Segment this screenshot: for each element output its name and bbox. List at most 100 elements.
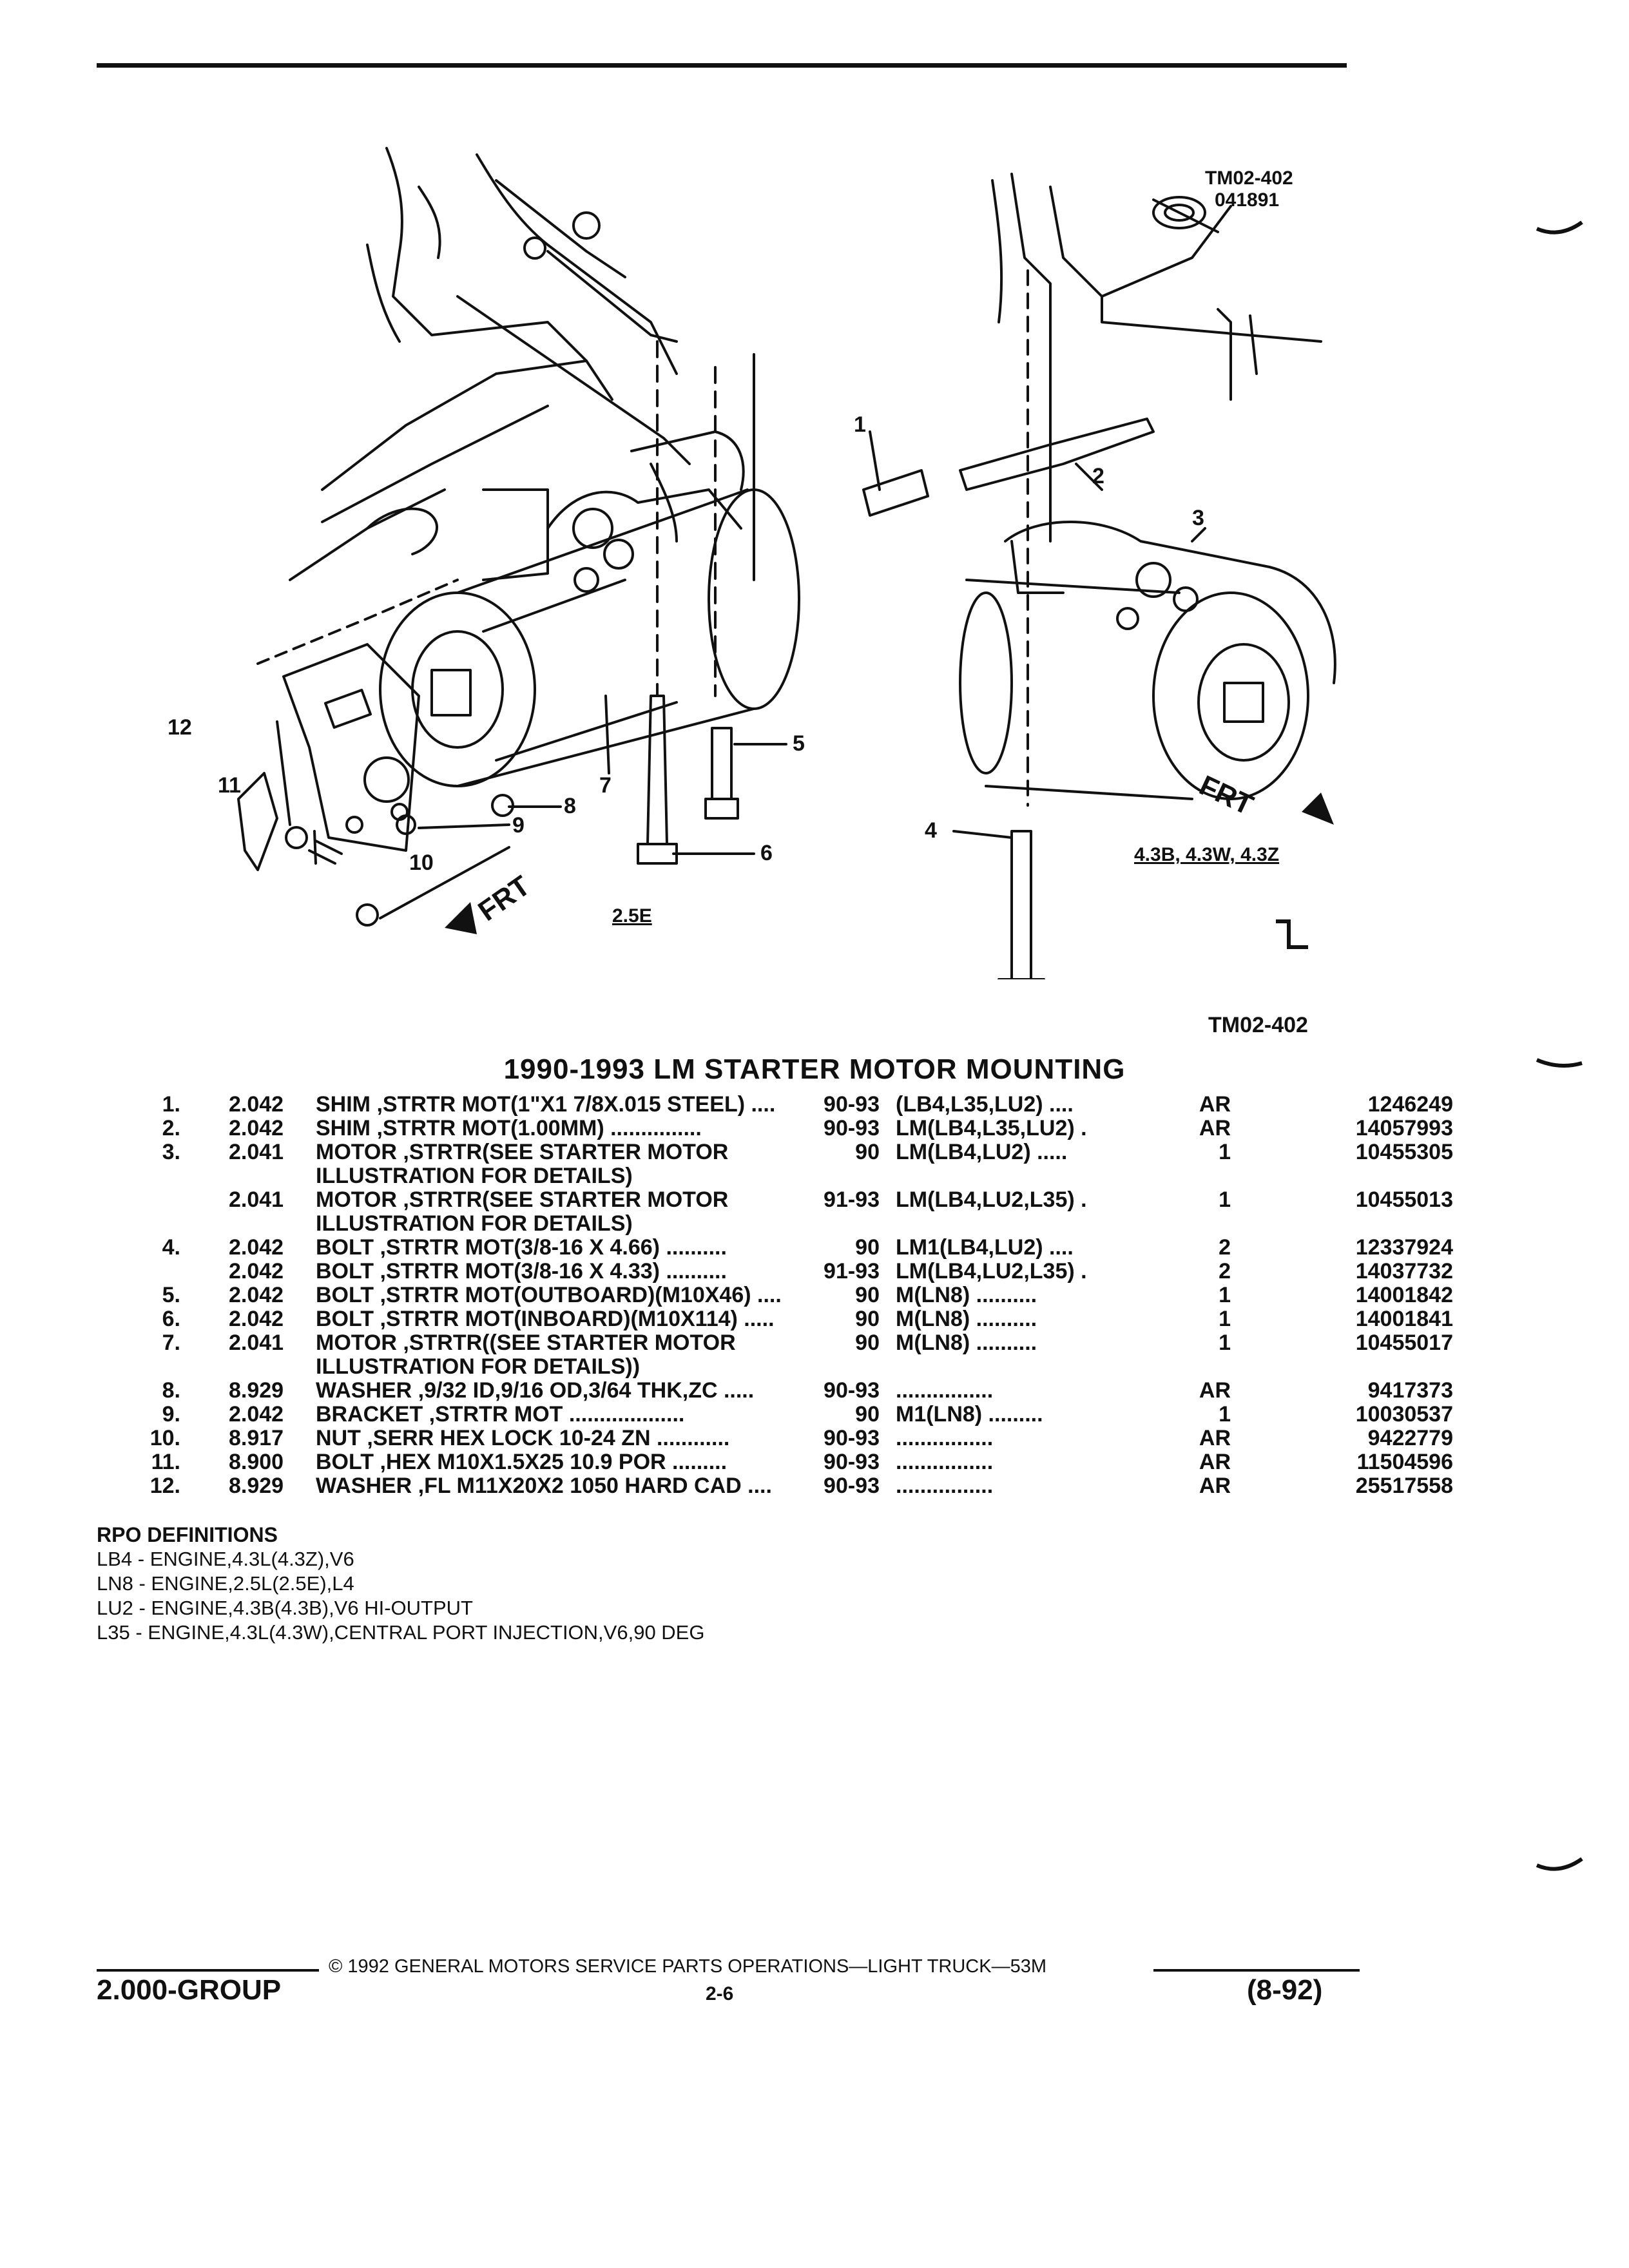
parts-cell-no: 4. [162,1235,180,1260]
parts-cell-use: M(LN8) .......... [896,1283,1037,1307]
parts-cell-desc: ILLUSTRATION FOR DETAILS)) [316,1354,641,1379]
parts-cell-grp: 2.041 [229,1331,284,1355]
callout-7: 7 [599,773,612,798]
parts-cell-use: (LB4,L35,LU2) .... [896,1092,1074,1117]
figure-label-4-3: 4.3B, 4.3W, 4.3Z [1134,844,1280,865]
parts-cell-desc: MOTOR ,STRTR(SEE STARTER MOTOR [316,1187,729,1212]
parts-cell-qty: 1 [1219,1283,1231,1307]
scan-mark [1536,1857,1583,1871]
parts-cell-desc: SHIM ,STRTR MOT(1.00MM) ............... [316,1116,702,1140]
parts-cell-qty: 2 [1219,1235,1231,1260]
parts-cell-grp: 8.900 [229,1450,284,1474]
callout-10: 10 [409,850,434,875]
parts-cell-desc: WASHER ,9/32 ID,9/16 OD,3/64 THK,ZC ....… [316,1378,755,1403]
parts-cell-use: M(LN8) .......... [896,1331,1037,1355]
parts-cell-use: M1(LN8) ......... [896,1402,1043,1427]
rpo-definitions: RPO DEFINITIONS LB4 - ENGINE,4.3L(4.3Z),… [97,1523,704,1645]
parts-cell-yr: 90 [855,1235,880,1260]
parts-cell-qty: 2 [1219,1259,1231,1283]
callout-3: 3 [1192,506,1204,530]
parts-cell-yr: 90-93 [824,1474,880,1498]
parts-illustration: 1 2 3 4 5 6 7 8 9 10 11 12 TM02-402 0418… [97,129,1347,979]
starter-mounting-drawing [237,147,1336,979]
rpo-heading: RPO DEFINITIONS [97,1523,278,1546]
parts-cell-yr: 91-93 [824,1187,880,1212]
parts-row: 2.042 BOLT ,STRTR MOT(3/8-16 X 4.33) ....… [97,1259,1453,1283]
parts-cell-no: 2. [162,1116,180,1140]
rpo-item: L35 - ENGINE,4.3L(4.3W),CENTRAL PORT INJ… [97,1621,705,1644]
parts-cell-grp: 2.041 [229,1187,284,1212]
parts-cell-yr: 90-93 [824,1450,880,1474]
parts-cell-qty: AR [1199,1426,1231,1450]
parts-cell-grp: 2.042 [229,1402,284,1427]
parts-cell-no: 7. [162,1331,180,1355]
parts-cell-no: 5. [162,1283,180,1307]
footer-revision: (8-92) [1247,1974,1323,2006]
parts-cell-desc: BRACKET ,STRTR MOT ................... [316,1402,685,1427]
parts-cell-no: 11. [151,1450,180,1474]
parts-cell-use: M(LN8) .......... [896,1307,1037,1331]
parts-cell-qty: AR [1199,1092,1231,1117]
parts-cell-pn: 10455017 [1355,1331,1453,1355]
figure-label-2-5e: 2.5E [612,905,652,927]
parts-cell-qty: 1 [1219,1307,1231,1331]
figure-ref-top: TM02-402 041891 [1205,168,1293,211]
parts-cell-desc: BOLT ,STRTR MOT(3/8-16 X 4.66) .........… [316,1235,727,1260]
footer-page-number: 2-6 [706,1983,734,2004]
callout-8: 8 [564,794,576,818]
parts-cell-pn: 1246249 [1367,1092,1453,1117]
parts-cell-pn: 25517558 [1355,1474,1453,1498]
callout-2: 2 [1092,464,1104,488]
parts-cell-yr: 90-93 [824,1092,880,1117]
parts-cell-qty: 1 [1219,1402,1231,1427]
parts-cell-use: ................ [896,1378,994,1403]
parts-cell-no: 10. [149,1426,180,1450]
parts-cell-grp: 8.929 [229,1474,284,1498]
figure-ref-code: TM02-402 [1205,168,1293,189]
callout-11: 11 [218,773,241,798]
parts-cell-pn: 14037732 [1355,1259,1453,1283]
footer-copyright: © 1992 GENERAL MOTORS SERVICE PARTS OPER… [329,1956,1046,1977]
parts-cell-grp: 2.042 [229,1092,284,1117]
parts-cell-no: 1. [162,1092,180,1117]
parts-cell-pn: 14057993 [1355,1116,1453,1140]
parts-cell-pn: 9417373 [1367,1378,1453,1403]
figure-ref-date: 041891 [1215,189,1280,211]
parts-row: ILLUSTRATION FOR DETAILS) [97,1164,1353,1188]
parts-cell-yr: 90 [855,1307,880,1331]
scan-mark [1536,220,1583,235]
parts-cell-qty: 1 [1219,1140,1231,1164]
rpo-item: LU2 - ENGINE,4.3B(4.3B),V6 HI-OUTPUT [97,1597,473,1619]
section-title: 1990-1993 LM STARTER MOTOR MOUNTING [503,1053,1126,1085]
parts-cell-pn: 14001841 [1355,1307,1453,1331]
parts-cell-use: LM1(LB4,LU2) .... [896,1235,1074,1260]
parts-cell-pn: 9422779 [1367,1426,1453,1450]
top-rule [97,63,1347,68]
parts-cell-desc: BOLT ,STRTR MOT(INBOARD)(M10X114) ..... [316,1307,775,1331]
parts-cell-pn: 14001842 [1355,1283,1453,1307]
footer-rule-left [97,1969,319,1972]
parts-cell-desc: ILLUSTRATION FOR DETAILS) [316,1211,633,1236]
callout-1: 1 [854,412,866,437]
parts-cell-qty: AR [1199,1378,1231,1403]
parts-cell-desc: BOLT ,STRTR MOT(3/8-16 X 4.33) .........… [316,1259,727,1283]
parts-cell-grp: 8.929 [229,1378,284,1403]
parts-cell-desc: BOLT ,STRTR MOT(OUTBOARD)(M10X46) .... [316,1283,782,1307]
footer-rule-right [1153,1969,1360,1972]
parts-row: ILLUSTRATION FOR DETAILS)) [97,1354,1353,1379]
rpo-item: LB4 - ENGINE,4.3L(4.3Z),V6 [97,1548,354,1570]
callout-12: 12 [168,715,192,740]
parts-cell-grp: 2.042 [229,1259,284,1283]
parts-cell-desc: MOTOR ,STRTR((SEE STARTER MOTOR [316,1331,736,1355]
parts-cell-pn: 10030537 [1355,1402,1453,1427]
parts-cell-use: ................ [896,1450,994,1474]
parts-cell-qty: AR [1199,1474,1231,1498]
